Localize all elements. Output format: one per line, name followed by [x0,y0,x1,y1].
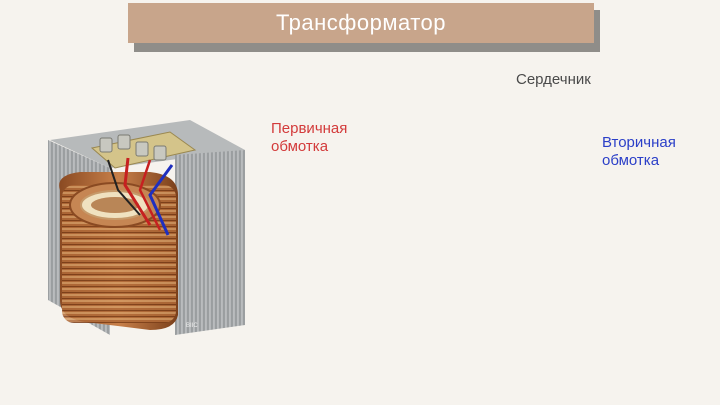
photo-mark: BIIC [186,323,198,329]
page-title: Трансформатор [275,10,447,35]
core-label: Сердечник [516,71,591,89]
secondary-label-line2: обмотка [602,152,660,169]
primary-label-line1: Первичная [271,120,348,137]
title-bar: Трансформатор [128,3,594,43]
primary-winding-label: Первичная обмотка [271,120,347,156]
secondary-label-line1: Вторичная [602,134,676,151]
secondary-winding-label: Вторичная обмотка [602,134,676,170]
primary-label-line2: обмотка [271,138,329,155]
transformer-photo [48,120,245,335]
core-label-text: Сердечник [516,71,591,88]
